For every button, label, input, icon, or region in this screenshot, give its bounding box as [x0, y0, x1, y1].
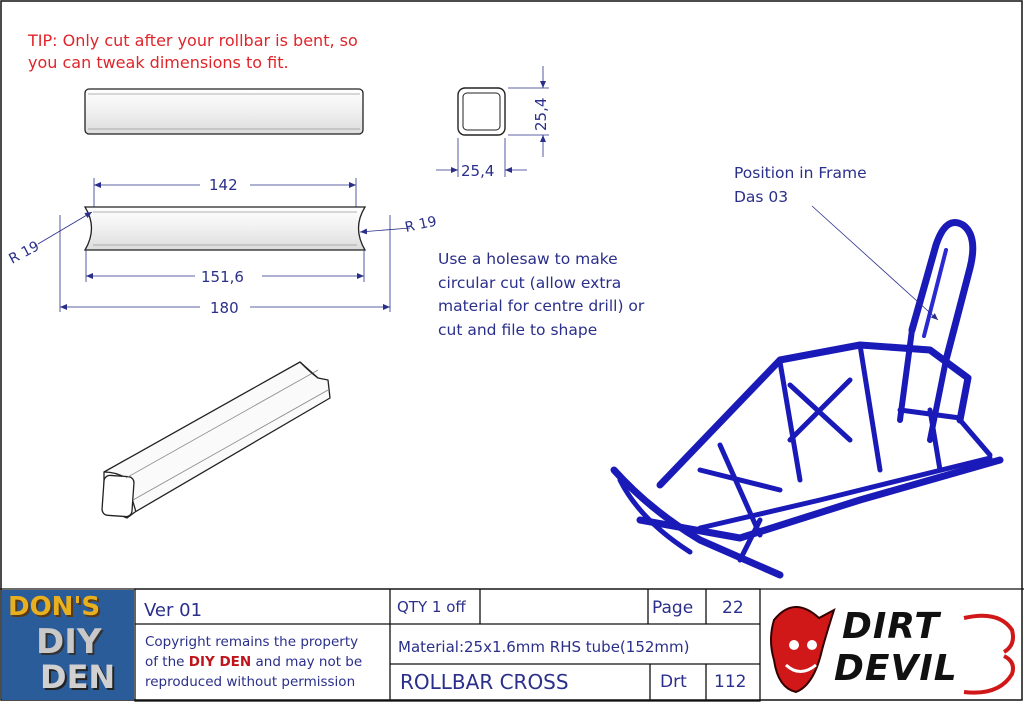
logo-dons: DON'S: [8, 592, 101, 622]
dirt-devil-logo: DIRT DEVIL: [764, 600, 1019, 700]
logo-devil: DEVIL: [834, 648, 958, 689]
tube-isometric-view: [101, 361, 331, 519]
title-block: [0, 588, 1024, 702]
logo-den: DEN: [40, 658, 116, 696]
dim-height-25-4: 25,4: [532, 98, 550, 131]
dim-radius-right: R 19: [404, 214, 439, 236]
dim-radius-left: R 19: [6, 238, 42, 267]
kart-frame-illustration: [610, 219, 1004, 579]
dim-len-142: 142: [209, 176, 238, 194]
dons-diy-den-logo: DON'S DIY DEN: [2, 590, 134, 700]
copyright-may-not: and may not be: [255, 654, 363, 670]
copyright-line-1: Copyright remains the property: [145, 634, 359, 650]
copyright-of-the: of the: [145, 654, 185, 670]
copyright-note: Copyright remains the property of the DI…: [145, 632, 362, 692]
dim-len-180: 180: [210, 299, 239, 317]
drawing-label: Drt: [660, 672, 687, 692]
part-name: ROLLBAR CROSS: [400, 670, 569, 694]
drawing-number: 112: [714, 672, 747, 692]
tip-line-2: you can tweak dimensions to fit.: [28, 53, 289, 72]
copyright-line-2: of the DIY DEN and may not be: [145, 652, 362, 672]
position-line-1: Position in Frame: [734, 164, 867, 182]
position-note: Position in Frame Das 03: [734, 162, 867, 209]
side-view-dimensions: [37, 178, 411, 312]
holesaw-line-4: cut and file to shape: [438, 320, 598, 339]
tube-side-view: [83, 206, 367, 251]
devil-head-icon: [770, 606, 1015, 695]
material-field: Material:25x1.6mm RHS tube(152mm): [398, 638, 690, 656]
holesaw-line-1: Use a holesaw to make: [438, 250, 618, 268]
version-field: Ver 01: [144, 600, 203, 621]
page-label: Page: [652, 598, 694, 618]
holesaw-line-2: circular cut (allow extra: [438, 273, 622, 292]
holesaw-note: Use a holesaw to make circular cut (allo…: [438, 248, 644, 342]
tube-end-section: [436, 66, 549, 177]
tube-top-view: [84, 88, 364, 135]
dim-len-151-6: 151,6: [201, 268, 244, 286]
page-number: 22: [722, 598, 744, 618]
copyright-line-3: reproduced without permission: [145, 674, 356, 690]
qty-field: QTY 1 off: [397, 598, 466, 616]
tip-note: TIP: Only cut after your rollbar is bent…: [28, 30, 358, 74]
logo-diy: DIY: [36, 622, 102, 662]
dim-width-25-4: 25,4: [461, 162, 494, 180]
holesaw-line-3: material for centre drill) or: [438, 297, 645, 315]
tip-line-1: TIP: Only cut after your rollbar is bent…: [28, 31, 358, 50]
copyright-diy-den: DIY DEN: [188, 654, 252, 670]
position-leader: [811, 205, 939, 321]
logo-dirt: DIRT: [842, 606, 940, 647]
position-line-2: Das 03: [734, 187, 789, 206]
